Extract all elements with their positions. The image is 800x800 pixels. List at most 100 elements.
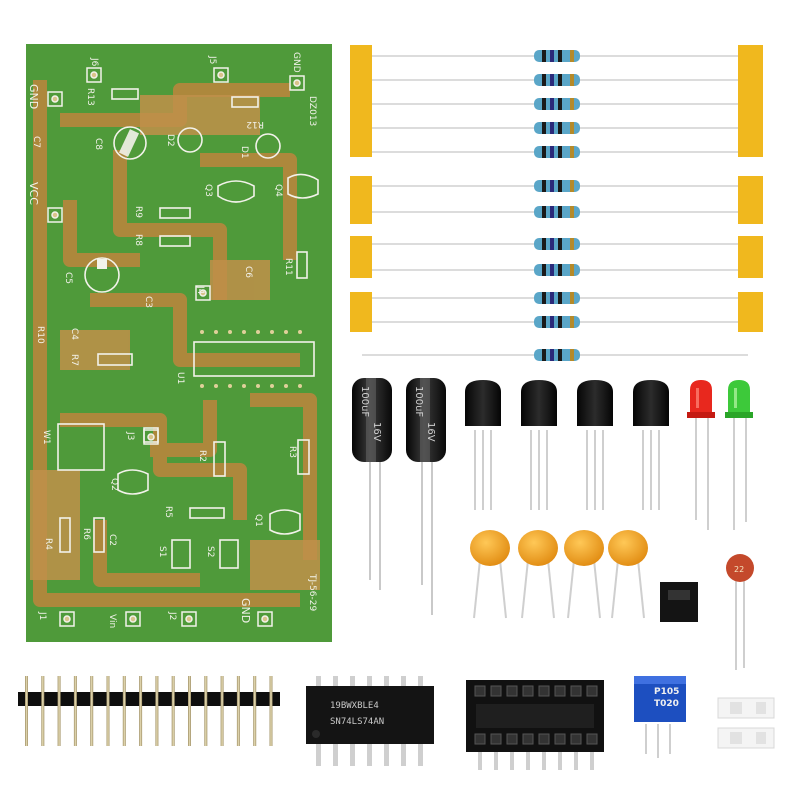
pcb-label-d2: D2	[165, 134, 175, 147]
pcb-label-j4: J4	[195, 285, 205, 295]
pcb-label-r12: R12	[246, 119, 264, 129]
pcb-label-q1: Q1	[253, 514, 263, 527]
pcb-label-r13: R13	[85, 88, 95, 106]
header-pin	[106, 676, 110, 746]
header-pin	[73, 676, 77, 746]
pcb-label-q3: Q3	[203, 184, 213, 197]
resistor	[534, 122, 580, 134]
pcb-label-w1: W1	[41, 430, 51, 445]
pcb-label-c6: C6	[243, 266, 253, 278]
socket-hole	[522, 685, 534, 697]
ic-pin	[401, 742, 406, 766]
pcb-label-c4: C4	[69, 328, 79, 340]
tactile-switch	[717, 697, 775, 719]
pcb-label-gnd-bottom: GND	[239, 598, 252, 623]
header-pin	[236, 676, 240, 746]
ic-pin	[316, 676, 321, 688]
electrolytic-1-value: 100uF	[359, 386, 370, 417]
pcb-label-gnd-left: GND	[27, 84, 40, 109]
green-led	[725, 380, 753, 530]
pcb-label-vcc: VCC	[27, 182, 40, 205]
header-pin	[155, 676, 159, 746]
resistor	[534, 292, 580, 304]
header-pin	[171, 676, 175, 746]
electrolytic-capacitor: 100uF 16V	[352, 378, 392, 590]
socket-hole	[506, 733, 518, 745]
header-pin	[25, 676, 28, 746]
pcb-silkscreen: J6 J5 GND GND R13 R12 DZ013 C7 C8 D2 D1 …	[27, 52, 317, 628]
socket-pin	[574, 750, 578, 770]
pcb-label-j6: J6	[89, 57, 99, 67]
resistor-strips	[350, 45, 763, 361]
transistor	[633, 380, 669, 510]
socket-pin	[494, 750, 498, 770]
pcb-label-r10: R10	[35, 326, 45, 344]
header-pin	[253, 676, 257, 746]
ceramic-capacitor	[608, 530, 648, 619]
resistor	[534, 316, 580, 328]
pcb-label-j1: J1	[37, 611, 47, 620]
pcb-label-c2: C2	[107, 534, 117, 546]
ceramic-small-value: 22	[734, 565, 744, 574]
pcb-label-r8: R8	[133, 234, 143, 246]
socket-hole	[538, 733, 550, 745]
pcb-label-j3: J3	[125, 431, 135, 440]
transistor	[577, 380, 613, 510]
resistor	[534, 50, 580, 62]
pcb-label-gnd-top: GND	[291, 52, 301, 73]
ic-socket	[466, 680, 604, 770]
pcb-label-r11: R11	[283, 258, 293, 276]
socket-hole	[586, 685, 598, 697]
pcb-label-r4: R4	[43, 538, 53, 550]
socket-pin	[510, 750, 514, 770]
pcb-label-d1: D1	[239, 146, 249, 159]
pcb-label-tj: TJ-56-29	[307, 573, 317, 612]
red-led	[687, 380, 715, 530]
ceramic-capacitor-group	[470, 530, 648, 619]
pcb-label-u1: U1	[175, 372, 185, 384]
ic-pin	[418, 742, 423, 766]
pot-marking-2: T020	[654, 699, 679, 709]
socket-hole	[554, 733, 566, 745]
pcb-label-s1: S1	[157, 546, 167, 557]
resistor	[534, 206, 580, 218]
pot-marking-1: P105	[654, 687, 679, 697]
pcb-label-c7: C7	[31, 136, 41, 148]
pcb-board: J6 J5 GND GND R13 R12 DZ013 C7 C8 D2 D1 …	[26, 44, 332, 642]
ic-pin	[401, 676, 406, 688]
transistor	[465, 380, 501, 510]
ic-pin	[418, 676, 423, 688]
ceramic-capacitor-small: 22	[726, 554, 754, 670]
pcb-label-r5: R5	[163, 506, 173, 518]
header-pin	[41, 676, 45, 746]
socket-pin	[478, 750, 482, 770]
socket-hole	[506, 685, 518, 697]
header-pin	[139, 676, 143, 746]
dip-ic-chip: 19BWXBLE4 SN74LS74AN	[306, 676, 434, 766]
pcb-label-q4: Q4	[273, 184, 283, 197]
ceramic-capacitor	[564, 530, 604, 619]
socket-hole	[522, 733, 534, 745]
socket-hole	[570, 733, 582, 745]
pcb-label-r3: R3	[287, 446, 297, 458]
socket-pin	[542, 750, 546, 770]
header-pin	[220, 676, 224, 746]
ceramic-capacitor	[470, 530, 510, 619]
jumper-cap	[660, 582, 698, 622]
transistor	[521, 380, 557, 510]
pcb-label-c3: C3	[143, 296, 153, 308]
socket-pin	[590, 750, 594, 770]
resistor	[534, 98, 580, 110]
header-pin	[90, 676, 94, 746]
pcb-label-r6: R6	[81, 528, 91, 540]
socket-hole	[554, 685, 566, 697]
ic-pin	[333, 742, 338, 766]
pin-header	[18, 676, 280, 746]
tactile-switch	[717, 727, 775, 749]
header-pin	[188, 676, 191, 746]
ic-pin	[384, 742, 389, 766]
socket-pin	[558, 750, 562, 770]
resistor	[534, 349, 580, 361]
ic-marking-1: 19BWXBLE4	[330, 701, 379, 711]
